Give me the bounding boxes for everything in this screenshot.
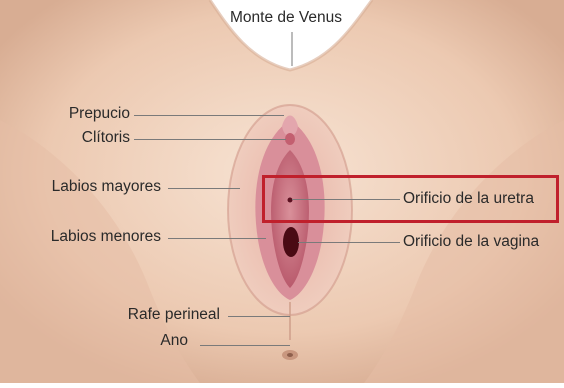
clitoral-hood (282, 115, 298, 137)
label-ano: Ano (160, 332, 188, 349)
urethral-orifice (287, 197, 293, 203)
clitoris-glans (285, 133, 295, 145)
label-labios-mayores: Labios mayores (51, 178, 161, 195)
leader-ano (200, 345, 290, 346)
highlight-box-uretra (262, 175, 559, 223)
label-rafe-perineal: Rafe perineal (127, 306, 220, 323)
label-orificio-vagina: Orificio de la vagina (403, 233, 540, 250)
label-labios-menores: Labios menores (50, 228, 161, 245)
leader-clitoris (134, 139, 286, 140)
leader-uretra (292, 199, 400, 200)
label-orificio-uretra: Orificio de la uretra (403, 190, 534, 207)
leader-labios-menores (168, 238, 266, 239)
label-monte-de-venus: Monte de Venus (230, 9, 343, 26)
label-clitoris: Clítoris (81, 129, 130, 146)
leader-vagina (298, 242, 400, 243)
leader-rafe (228, 316, 290, 317)
leader-labios-mayores (168, 188, 240, 189)
vestibule (271, 150, 309, 288)
leader-prepucio (134, 115, 284, 116)
label-prepucio: Prepucio (68, 105, 130, 122)
vaginal-orifice (283, 227, 299, 257)
